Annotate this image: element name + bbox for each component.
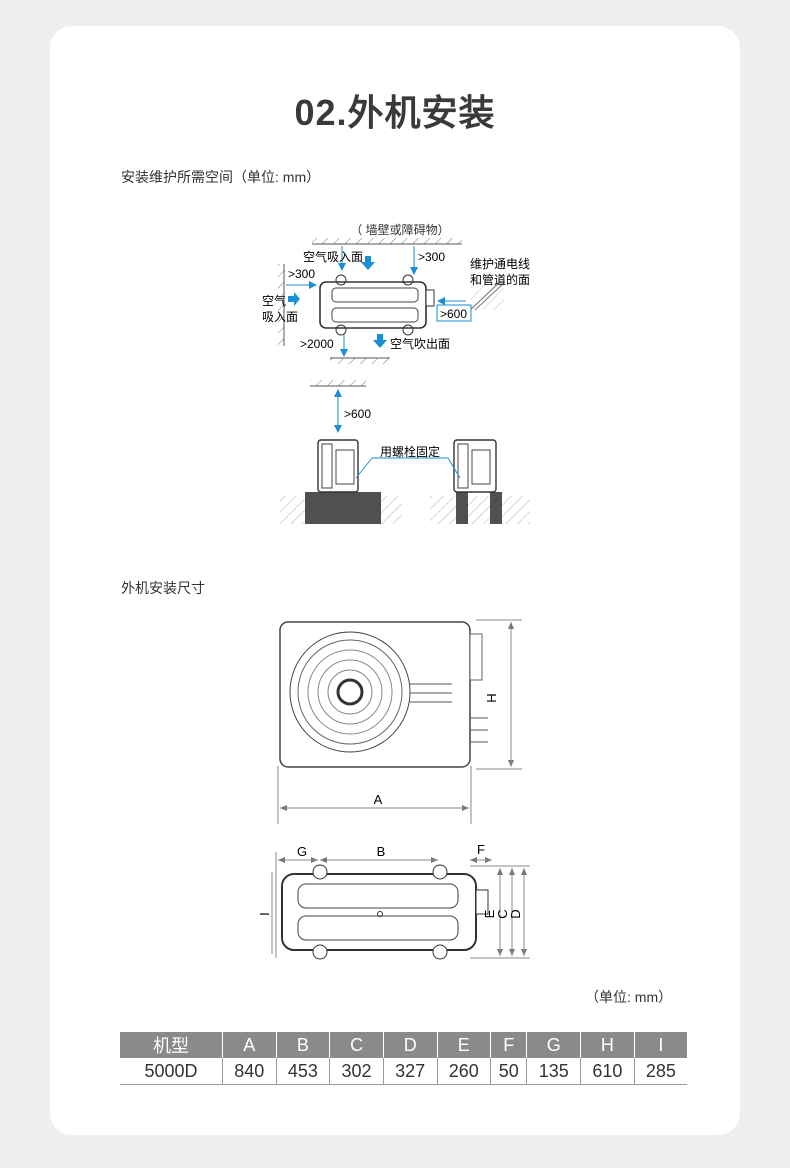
dim-label-i: I [257,912,272,916]
section-heading-dimensions: 外机安装尺寸 [121,580,205,596]
air-outlet: 空气吹出面 [390,336,450,351]
section-heading-space: 安装维护所需空间（单位: mm） [121,169,321,185]
dim-label-d: D [508,909,523,918]
wall-label: （ 墙壁或障碍物） [350,222,449,237]
table-header: C [329,1032,384,1058]
dim-bottom: >2000 [300,337,334,351]
dim-label-f: F [477,842,485,857]
table-cell: 610 [580,1058,635,1085]
air-intake-left-1: 空气 [262,293,286,308]
dim-label-a: A [374,792,383,807]
page-title: 02.外机安装 [294,92,496,133]
dim-left: >300 [288,267,315,281]
table-header-row: 机型 A B C D E F G H I [120,1032,687,1058]
table-header: 机型 [120,1032,223,1058]
space-diagram: （ 墙壁或障碍物） 空气吸入面 >300 >300 [262,222,530,524]
table-header: I [634,1032,687,1058]
maintenance-line1: 维护通电线 [470,257,530,271]
unit-top-view [319,281,427,329]
wall-left [278,264,284,346]
front-view-diagram: H A [277,619,522,824]
table-cell: 260 [437,1058,492,1085]
table-header: B [276,1032,331,1058]
table-cell: 453 [276,1058,331,1085]
table-cell: 285 [634,1058,687,1085]
bolt-label: 用螺栓固定 [380,444,440,459]
foundation-left [305,492,381,524]
table-header: H [580,1032,635,1058]
table-cell: 302 [329,1058,384,1085]
dim-label-b: B [377,844,386,859]
table-header: G [526,1032,582,1058]
air-intake-left-2: 吸入面 [262,310,298,324]
air-intake-top: 空气吸入面 [303,249,363,264]
dim-label-g: G [297,844,307,859]
dimension-table: 机型 A B C D E F G H I 5000D 840 453 302 3… [120,1032,687,1085]
dim-top: >300 [418,250,445,264]
table-cell: 840 [222,1058,277,1085]
dim-right: >600 [440,307,467,321]
wall-top [312,238,462,244]
unit-side-right [453,439,497,493]
table-cell: 5000D [120,1058,223,1085]
table-cell: 135 [526,1058,582,1085]
table-cell: 327 [383,1058,438,1085]
dim-label-c: C [495,909,510,918]
dim-label-h: H [484,693,499,702]
top-view-diagram: G B F I E C D [257,842,530,960]
table-header: D [383,1032,438,1058]
table-header: E [437,1032,492,1058]
unit-side-left [317,439,359,493]
table-header: F [490,1032,528,1058]
table-row: 5000D 840 453 302 327 260 50 135 610 285 [120,1058,687,1085]
dim-front: >600 [344,407,371,421]
unit-note: （单位: mm） [585,989,673,1005]
dim-label-e: E [482,909,497,918]
table-header: A [222,1032,277,1058]
maintenance-line2: 和管道的面 [470,272,530,287]
table-cell: 50 [490,1058,528,1085]
